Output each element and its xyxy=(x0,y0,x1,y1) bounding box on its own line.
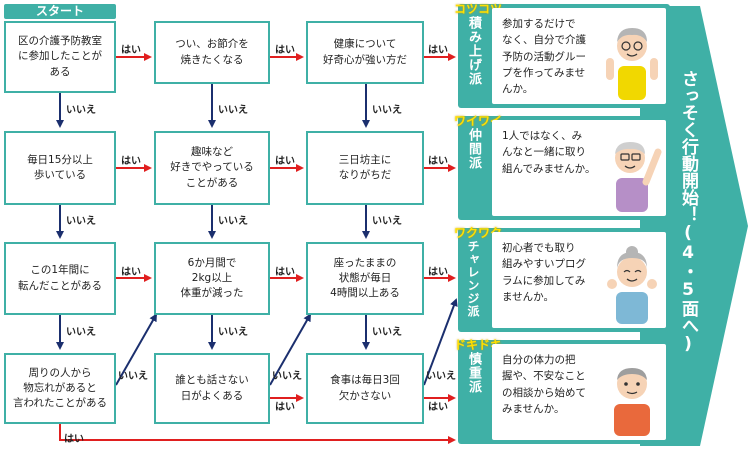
edge-label-yes: はい xyxy=(275,402,295,413)
edge-no xyxy=(423,298,458,386)
type-message-text: 初心者でも取り 組みやすいプログ ラムに参加してみ ませんか。 xyxy=(502,242,586,303)
edge-label-yes: はい xyxy=(121,267,141,278)
senior-man-illustration xyxy=(614,368,650,436)
type-name-label: 積み上げ派 xyxy=(466,16,481,86)
edge-label-yes: はい xyxy=(64,434,84,445)
edge-no xyxy=(269,313,311,386)
onomatopoeia-label: ドキドキ xyxy=(454,338,503,352)
question-node-q7: この1年間に 転んだことがある xyxy=(4,242,116,315)
type-message-text: 自分の体力の把 握や、不安なこと の相談から始めて みませんか。 xyxy=(502,354,586,415)
edge-label-no: いいえ xyxy=(66,216,96,227)
edge-label-no: いいえ xyxy=(218,216,248,227)
edge-label-no: いいえ xyxy=(272,371,302,382)
type-name-label: チャレンジ派 xyxy=(466,240,480,318)
result-type-cautious: ドキドキ 慎重派 自分の体力の把 握や、不安なこと の相談から始めて みませんか… xyxy=(454,338,670,444)
question-node-q3: 健康について 好奇心が強い方だ xyxy=(306,21,424,84)
edge-label-no: いいえ xyxy=(66,105,96,116)
edge-label-no: いいえ xyxy=(66,327,96,338)
senior-woman-illustration xyxy=(607,246,657,324)
edge-label-no: いいえ xyxy=(218,105,248,116)
edge-label-no: いいえ xyxy=(372,327,402,338)
question-node-q12: 食事は毎日3回 欠かさない xyxy=(306,353,424,424)
type-message-panel: 自分の体力の把 握や、不安なこと の相談から始めて みませんか。 xyxy=(492,344,666,440)
edge-no xyxy=(115,313,157,386)
type-message-panel: 初心者でも取り 組みやすいプログ ラムに参加してみ ませんか。 xyxy=(492,232,666,328)
type-message-panel: 参加するだけで なく、自分で介護 予防の活動グルー プを作ってみませ んか。 xyxy=(492,8,666,104)
question-node-q4: 毎日15分以上 歩いている xyxy=(4,131,116,205)
edge-label-yes: はい xyxy=(428,45,448,56)
edge-label-yes: はい xyxy=(428,267,448,278)
edge-label-yes: はい xyxy=(428,402,448,413)
edge-label-no: いいえ xyxy=(426,371,456,382)
question-node-q8: 6か月間で 2kg以上 体重が減った xyxy=(154,242,270,315)
question-node-q11: 誰とも話さない 日がよくある xyxy=(154,353,270,424)
type-message-text: 参加するだけで なく、自分で介護 予防の活動グルー プを作ってみませ んか。 xyxy=(502,18,586,96)
question-node-q2: つい、お節介を 焼きたくなる xyxy=(154,21,270,84)
type-name-label: 慎重派 xyxy=(466,352,481,394)
type-message-text: 1人ではなく、み んなと一緒に取り 組んでみませんか。 xyxy=(502,130,596,175)
edge-label-yes: はい xyxy=(121,45,141,56)
question-node-q6: 三日坊主に なりがちだ xyxy=(306,131,424,205)
result-type-companion: ワイワイ 仲間派 1人ではなく、み んなと一緒に取り 組んでみませんか。 xyxy=(454,114,670,220)
start-label: スタート xyxy=(4,4,116,19)
edge-label-no: いいえ xyxy=(372,216,402,227)
onomatopoeia-label: ワイワイ xyxy=(454,114,503,128)
onomatopoeia-label: コツコツ xyxy=(454,2,503,16)
edge-label-yes: はい xyxy=(275,267,295,278)
question-node-q1: 区の介護予防教室 に参加したことが ある xyxy=(4,21,116,93)
question-node-q10: 周りの人から 物忘れがあると 言われたことがある xyxy=(4,353,116,424)
senior-woman-illustration xyxy=(606,28,658,100)
edge-label-yes: はい xyxy=(121,156,141,167)
edge-label-yes: はい xyxy=(428,156,448,167)
action-call-to-action: さっそく行動開始！(4・5面へ) xyxy=(678,70,698,354)
type-message-panel: 1人ではなく、み んなと一緒に取り 組んでみませんか。 xyxy=(492,120,666,216)
onomatopoeia-label: ワクワク xyxy=(454,226,503,240)
edge-label-no: いいえ xyxy=(218,327,248,338)
type-name-label: 仲間派 xyxy=(466,128,481,170)
result-type-stacker: コツコツ 積み上げ派 参加するだけで なく、自分で介護 予防の活動グルー プを作… xyxy=(454,2,670,108)
edge-label-no: いいえ xyxy=(372,105,402,116)
edge-label-yes: はい xyxy=(275,156,295,167)
result-type-challenger: ワクワク チャレンジ派 初心者でも取り 組みやすいプログ ラムに参加してみ ませ… xyxy=(454,226,670,332)
edge-label-yes: はい xyxy=(275,45,295,56)
question-node-q5: 趣味など 好きでやっている ことがある xyxy=(154,131,270,205)
question-node-q9: 座ったままの 状態が毎日 4時間以上ある xyxy=(306,242,424,315)
senior-man-illustration xyxy=(615,142,662,212)
edge-yes xyxy=(59,424,456,444)
edge-label-no: いいえ xyxy=(118,371,148,382)
